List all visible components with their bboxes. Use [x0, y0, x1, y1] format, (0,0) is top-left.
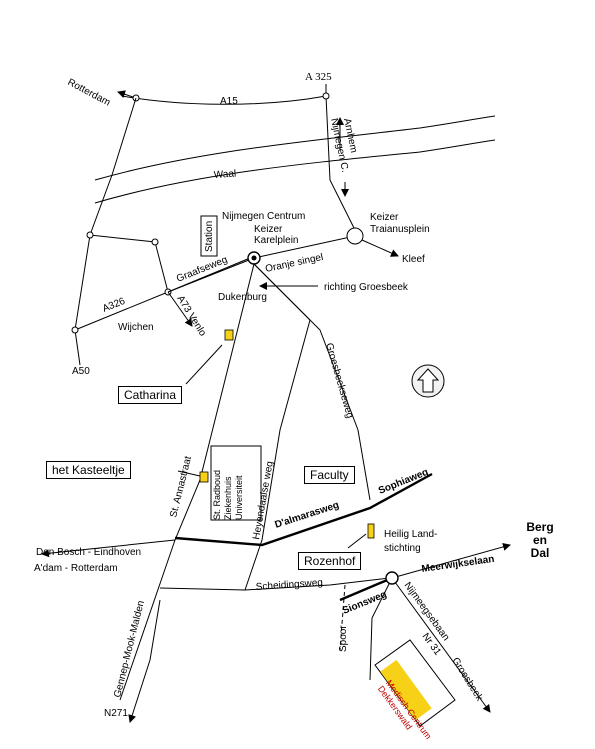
- rozenhof-marker: [367, 523, 375, 539]
- medisch-centrum-plot: [374, 639, 456, 727]
- road-meerwijkselaan: [391, 543, 511, 579]
- label-dalmarasweg: D'almarasweg: [274, 500, 341, 531]
- road-spoor: [339, 584, 346, 651]
- catharina-marker: [224, 329, 234, 341]
- keizer-traianusplein: [346, 227, 364, 245]
- road-st-annastraat: [119, 263, 255, 701]
- label-rotterdam: Rotterdam: [66, 77, 112, 109]
- label-dukenburg: Dukenburg: [218, 292, 267, 303]
- label-meerwijkselaan: Meerwijkselaan: [421, 554, 495, 575]
- label-a325: A 325: [305, 71, 332, 83]
- label-adam-rotterdam: A'dam - Rotterdam: [34, 563, 118, 574]
- st-radboud-box: [210, 445, 262, 521]
- road-graafseweg: [167, 257, 255, 293]
- label-gennep: Gennep-Mook-Malden: [112, 600, 147, 699]
- label-a326: A326: [101, 296, 127, 315]
- road-sionsweg: [339, 576, 393, 602]
- kasteeltje-pointer: [177, 470, 201, 477]
- catharina-pointer: [185, 344, 223, 385]
- junction-a50: [71, 326, 79, 334]
- label-den-bosch: Den Bosch - Eindhoven: [36, 547, 141, 558]
- label-groesbeek: Groesbeek: [449, 656, 485, 704]
- label-a15: A15: [220, 96, 238, 107]
- rozenhof-pointer: [347, 533, 367, 549]
- junction-west: [86, 231, 94, 239]
- road-groesbeekseweg: [253, 263, 371, 501]
- roundabout-sionsweg: [385, 571, 399, 585]
- label-station: Station: [204, 221, 215, 252]
- label-richting-groesbeek: richting Groesbeek: [324, 282, 409, 293]
- label-berg-en-dal-block: Berg en Dal: [526, 520, 554, 560]
- road-a15: [121, 95, 327, 105]
- junction-west-2: [151, 238, 159, 246]
- station-box: [200, 215, 218, 257]
- label-a50: A50: [72, 366, 90, 377]
- road-den-bosch: [41, 539, 176, 558]
- north-arrow-icon: [411, 364, 445, 398]
- kasteeltje-marker: [199, 471, 209, 483]
- medisch-centrum-marker: [380, 659, 432, 721]
- road-scheidingsweg: [159, 577, 391, 591]
- label-sionsweg: Sionsweg: [341, 589, 388, 617]
- label-n271: N271: [104, 708, 128, 719]
- label-waal: Waal: [213, 168, 236, 181]
- road-oranjesingel: [253, 235, 356, 259]
- road-n271: [128, 659, 151, 723]
- box-kasteeltje[interactable]: het Kasteeltje: [46, 461, 131, 479]
- box-faculty[interactable]: Faculty: [304, 466, 355, 484]
- road-dalmarasweg: [174, 472, 433, 547]
- road-kleef: [361, 239, 399, 257]
- road-a73-venlo: [167, 291, 193, 327]
- waal-river-north: [94, 115, 496, 181]
- waal-river-south: [94, 139, 496, 204]
- label-kleef: Kleef: [402, 254, 425, 265]
- label-st-annastraat: St. Annastraat: [168, 455, 194, 519]
- label-oranjesingel: Oranje singel: [264, 252, 324, 275]
- road-a325: [325, 95, 356, 231]
- label-st-radboud-block: St. Radboud Ziekenhuis Universiteit: [212, 469, 244, 520]
- road-gennep: [149, 599, 161, 661]
- keizer-karelplein-dot: [251, 255, 257, 261]
- box-rozenhof[interactable]: Rozenhof: [298, 552, 362, 570]
- road-heyendaalse: [244, 263, 311, 591]
- label-sophiaweg: Sophiaweg: [377, 467, 430, 497]
- label-a73-venlo: A73 Venlo: [174, 294, 208, 339]
- junction-a325: [322, 92, 330, 100]
- road-groesbeek-south: [369, 577, 393, 681]
- label-spoor: Spoor: [338, 625, 349, 652]
- label-groesbeekseweg: Groesbeekseweg: [323, 342, 355, 420]
- label-keizer-traianusplein-block: Keizer Traianusplein: [370, 212, 430, 235]
- label-wijchen: Wijchen: [118, 322, 154, 333]
- road-nijmeegsebaan: [391, 577, 491, 713]
- label-heilig-land-block: Heilig Land- stichting: [384, 529, 438, 554]
- label-keizer-karelplein-block: Keizer Karelplein: [254, 224, 299, 246]
- box-catharina[interactable]: Catharina: [118, 386, 183, 404]
- label-nijmegen-centrum: Nijmegen Centrum: [222, 211, 305, 222]
- label-scheidingsweg: Scheidingsweg: [255, 577, 323, 593]
